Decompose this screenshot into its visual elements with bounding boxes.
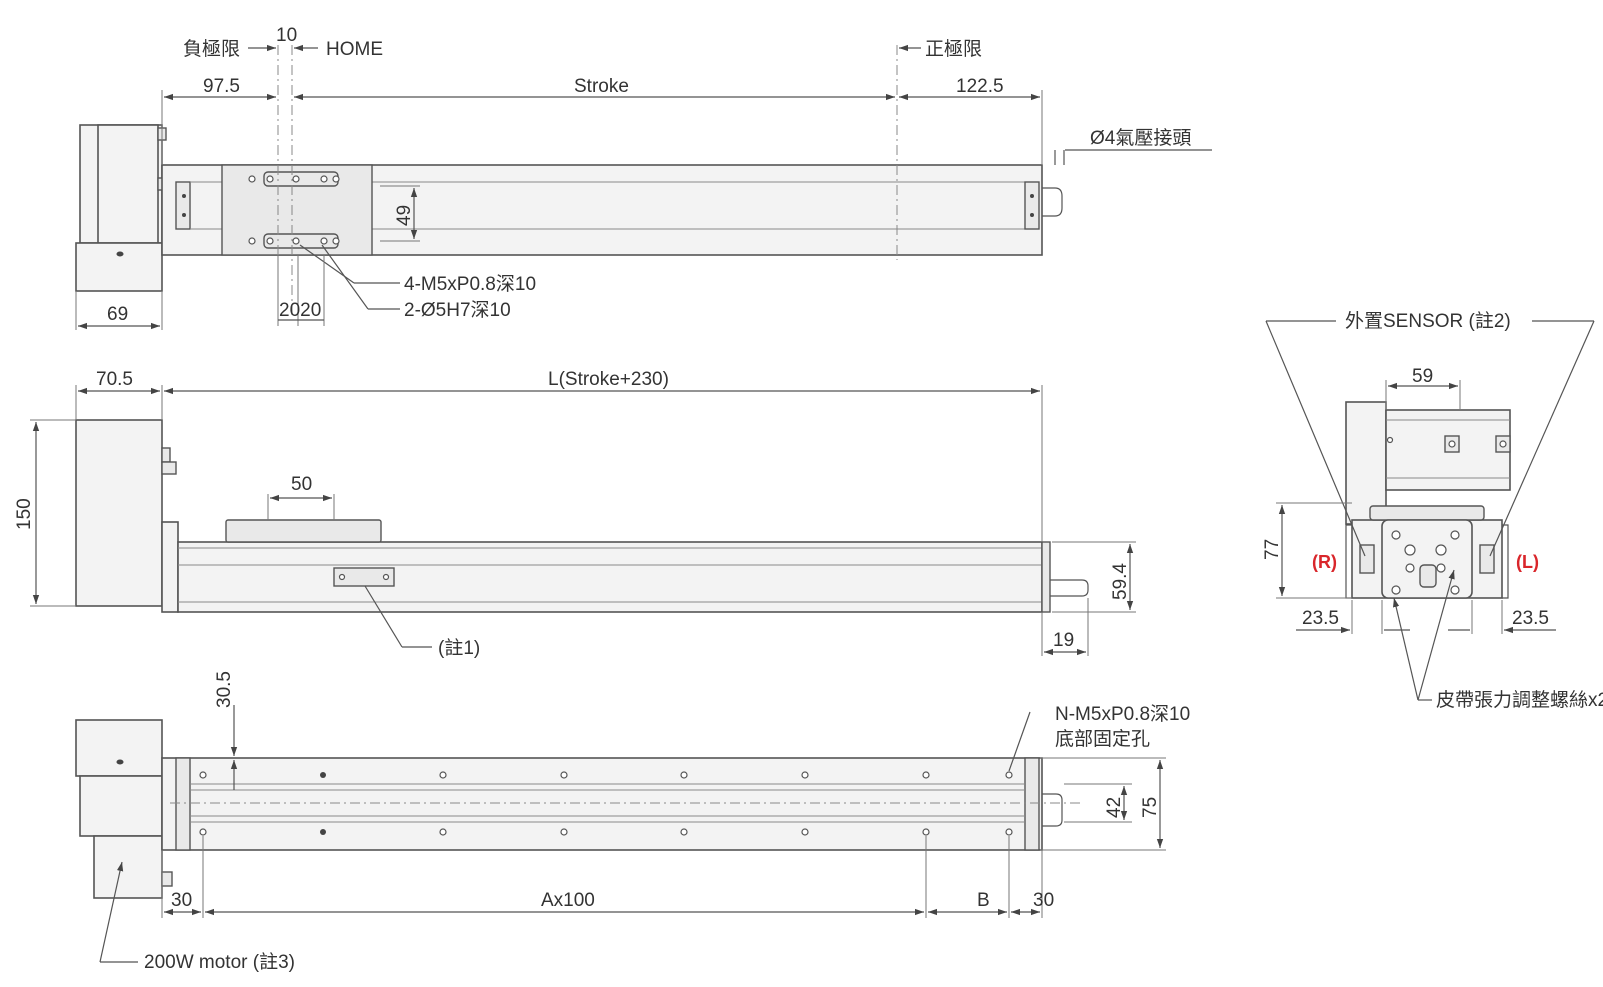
dim-70-5: 70.5 <box>96 369 133 390</box>
dim-69: 69 <box>107 304 128 325</box>
dim-42: 42 <box>1104 797 1125 818</box>
length-label: L(Stroke+230) <box>548 369 669 390</box>
dim-122-5: 122.5 <box>956 76 1004 97</box>
pos-limit-label: 正極限 <box>925 38 982 60</box>
motor-side <box>75 419 163 607</box>
sensor-title: 外置SENSOR (註2) <box>1345 310 1511 332</box>
label-l: (L) <box>1516 552 1539 572</box>
belt-note: 皮帶張力調整螺絲x2 <box>1436 689 1603 711</box>
callout-holes-2: 底部固定孔 <box>1055 728 1150 750</box>
side-view: 70.5 L(Stroke+230) 150 50 59.4 19 (註1) <box>14 369 1136 659</box>
dim-150: 150 <box>14 498 35 530</box>
home-offset-dim: 10 <box>276 25 297 46</box>
dim-b: B <box>977 890 990 911</box>
callout-m5: 4-M5xP0.8深10 <box>404 273 536 295</box>
home-label: HOME <box>326 39 383 60</box>
stroke-label: Stroke <box>574 76 629 97</box>
dim-30-5: 30.5 <box>214 671 235 708</box>
pitch-label: Ax100 <box>541 890 595 911</box>
label-r: (R) <box>1312 552 1337 572</box>
callout-holes-1: N-M5xP0.8深10 <box>1055 703 1190 725</box>
dim-23-5-right: 23.5 <box>1512 608 1549 629</box>
dim-49: 49 <box>394 205 415 226</box>
air-fitting-icon <box>1042 187 1063 217</box>
actuator-body-bottom <box>161 757 1043 851</box>
dim-19: 19 <box>1053 630 1074 651</box>
motor-bottom <box>93 835 163 899</box>
callout-pin: 2-Ø5H7深10 <box>404 299 511 321</box>
motor-base <box>75 242 163 292</box>
dim-97-5: 97.5 <box>203 76 240 97</box>
carriage-side <box>225 519 382 543</box>
end-motor <box>1345 401 1387 525</box>
dim-77: 77 <box>1262 539 1283 560</box>
sensor-plate <box>333 567 395 587</box>
end-view: 外置SENSOR (註2) 59 77 (R) (L) 23.5 23.5 皮帶… <box>1262 310 1603 711</box>
dim-75: 75 <box>1140 797 1161 818</box>
dim-30-left: 30 <box>171 890 192 911</box>
bottom-view: 30.5 N-M5xP0.8深10 底部固定孔 42 75 30 Ax100 B… <box>75 671 1190 973</box>
dim-59: 59 <box>1412 366 1433 387</box>
neg-limit-label: 負極限 <box>183 38 240 60</box>
motor-note: 200W motor (註3) <box>144 951 295 973</box>
top-view: 負極限 10 HOME 正極限 97.5 Stroke 122.5 Ø4氣壓接頭… <box>75 25 1212 330</box>
note1-label: (註1) <box>438 637 480 659</box>
dim-30-right: 30 <box>1033 890 1054 911</box>
air-fitting-label: Ø4氣壓接頭 <box>1090 127 1191 149</box>
motor-face <box>97 124 159 244</box>
mount-holes <box>199 771 1013 836</box>
motor-bottom-top <box>75 719 163 777</box>
dim-2020: 2020 <box>279 300 321 321</box>
dim-59-4: 59.4 <box>1110 563 1131 600</box>
dim-23-5-left: 23.5 <box>1302 608 1339 629</box>
dim-50: 50 <box>291 474 312 495</box>
